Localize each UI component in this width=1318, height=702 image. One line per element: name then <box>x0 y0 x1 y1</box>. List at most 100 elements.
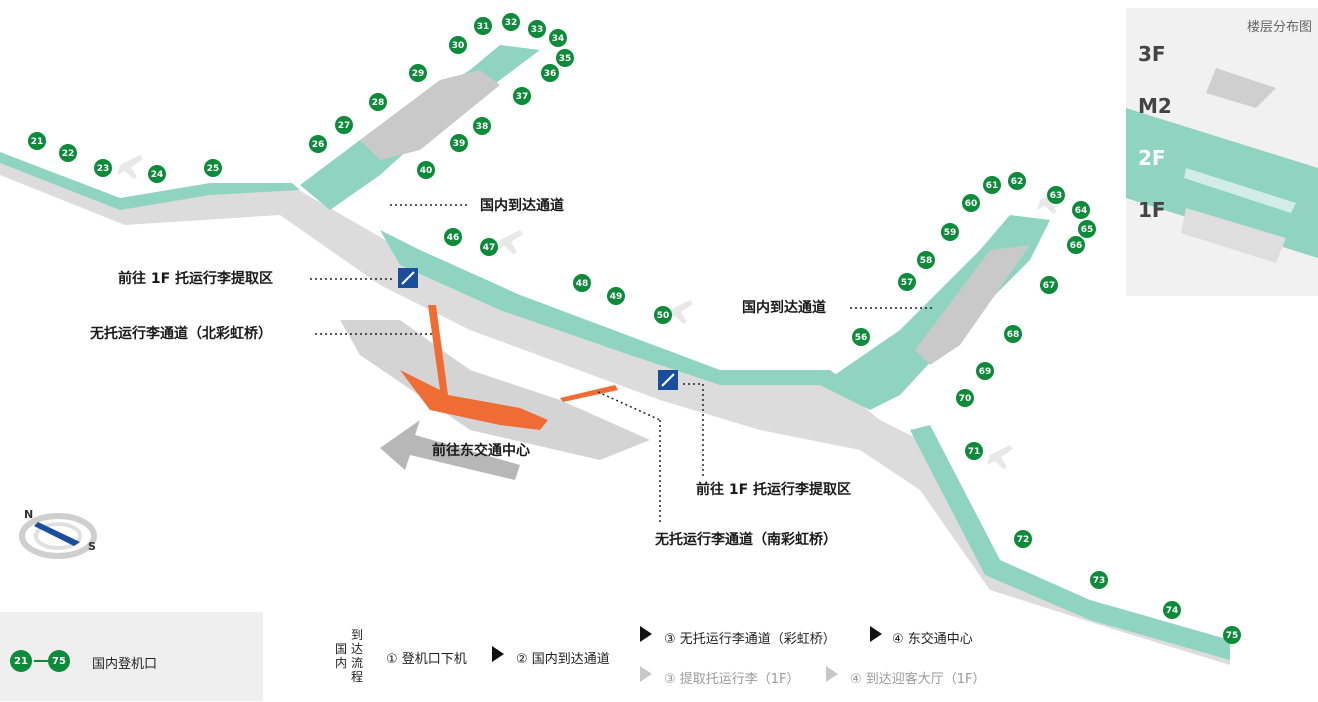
gate-marker-24[interactable]: 24 <box>148 165 166 183</box>
to-east-transport-arrow <box>380 420 520 480</box>
gate-marker-34[interactable]: 34 <box>549 29 567 47</box>
gate-circle <box>1004 325 1022 343</box>
gate-circle <box>204 159 222 177</box>
gate-marker-46[interactable]: 46 <box>444 228 462 246</box>
gate-circle <box>1047 186 1065 204</box>
gate-marker-63[interactable]: 63 <box>1047 186 1065 204</box>
callout-no-checked-north: 无托运行李通道（北彩虹桥） <box>90 326 272 342</box>
flow-title-side: 国 内 <box>334 642 347 670</box>
flow-step-baggage-claim: ③ 提取托运行李（1F） <box>664 672 800 687</box>
gate-marker-67[interactable]: 67 <box>1040 276 1058 294</box>
gate-marker-70[interactable]: 70 <box>956 389 974 407</box>
gate-number: 40 <box>420 166 433 176</box>
gate-marker-28[interactable]: 28 <box>369 93 387 111</box>
gate-marker-56[interactable]: 56 <box>852 328 870 346</box>
gate-marker-62[interactable]: 62 <box>1008 172 1026 190</box>
gate-circle <box>556 49 574 67</box>
gate-marker-36[interactable]: 36 <box>541 64 559 82</box>
gate-marker-48[interactable]: 48 <box>573 274 591 292</box>
compass: N S <box>18 508 98 568</box>
gate-number: 70 <box>959 394 972 404</box>
compass-north: N <box>24 508 34 521</box>
gate-marker-40[interactable]: 40 <box>417 161 435 179</box>
gate-circle <box>1067 236 1085 254</box>
gate-number: 67 <box>1043 281 1056 291</box>
gate-circle <box>941 223 959 241</box>
gate-number: 69 <box>979 367 992 377</box>
gate-number: 46 <box>447 233 460 243</box>
gate-circle <box>1223 626 1241 644</box>
gate-marker-47[interactable]: 47 <box>480 238 498 256</box>
gate-marker-64[interactable]: 64 <box>1072 201 1090 219</box>
gate-marker-66[interactable]: 66 <box>1067 236 1085 254</box>
floor-m2[interactable]: M2 <box>1138 94 1172 118</box>
flow-step-no-checked-bridge: ③ 无托运行李通道（彩虹桥） <box>664 632 836 647</box>
callout-to-east-transport: 前往东交通中心 <box>432 443 530 459</box>
floor-2f-active[interactable]: 2F <box>1138 146 1166 170</box>
gate-number: 68 <box>1007 330 1020 340</box>
gate-marker-38[interactable]: 38 <box>473 117 491 135</box>
east-pier-building <box>915 245 1030 365</box>
gate-circle <box>309 135 327 153</box>
gate-marker-57[interactable]: 57 <box>898 273 916 291</box>
gate-marker-25[interactable]: 25 <box>204 159 222 177</box>
gate-marker-27[interactable]: 27 <box>335 116 353 134</box>
gate-marker-72[interactable]: 72 <box>1014 530 1032 548</box>
gate-marker-32[interactable]: 32 <box>502 13 520 31</box>
gate-walkway-east-pier <box>820 215 1050 410</box>
legend-gate-start: 21 <box>10 650 32 672</box>
gate-marker-61[interactable]: 61 <box>983 176 1001 194</box>
callout-domestic-arrival-east: 国内到达通道 <box>742 300 826 316</box>
gate-marker-39[interactable]: 39 <box>450 134 468 152</box>
gate-circle <box>852 328 870 346</box>
gate-marker-58[interactable]: 58 <box>917 251 935 269</box>
gate-marker-33[interactable]: 33 <box>528 20 546 38</box>
gate-marker-73[interactable]: 73 <box>1090 571 1108 589</box>
gate-number: 37 <box>516 92 529 102</box>
gate-marker-23[interactable]: 23 <box>94 159 112 177</box>
gate-circle <box>1090 571 1108 589</box>
gate-circle <box>513 87 531 105</box>
gate-marker-26[interactable]: 26 <box>309 135 327 153</box>
gate-marker-68[interactable]: 68 <box>1004 325 1022 343</box>
gate-number: 66 <box>1070 241 1083 251</box>
gate-marker-30[interactable]: 30 <box>449 36 467 54</box>
gate-marker-21[interactable]: 21 <box>28 132 46 150</box>
gate-number: 24 <box>151 170 164 180</box>
gate-number: 32 <box>505 18 518 28</box>
gate-marker-37[interactable]: 37 <box>513 87 531 105</box>
flow-step-arrival-passage: ② 国内到达通道 <box>516 652 610 667</box>
gate-marker-75[interactable]: 75 <box>1223 626 1241 644</box>
gate-marker-60[interactable]: 60 <box>962 194 980 212</box>
gate-number: 30 <box>452 41 465 51</box>
gate-marker-31[interactable]: 31 <box>474 17 492 35</box>
gate-marker-65[interactable]: 65 <box>1078 220 1096 238</box>
gate-marker-69[interactable]: 69 <box>976 362 994 380</box>
floor-3f[interactable]: 3F <box>1138 42 1166 66</box>
gate-marker-74[interactable]: 74 <box>1163 601 1181 619</box>
gate-marker-71[interactable]: 71 <box>965 442 983 460</box>
gate-number: 21 <box>31 137 44 147</box>
gate-number: 35 <box>559 54 572 64</box>
gate-marker-29[interactable]: 29 <box>409 64 427 82</box>
floor-1f[interactable]: 1F <box>1138 198 1166 222</box>
gate-walkway-west <box>0 152 300 210</box>
gate-number: 25 <box>207 164 220 174</box>
gate-marker-35[interactable]: 35 <box>556 49 574 67</box>
gate-number: 39 <box>453 139 466 149</box>
gate-number: 57 <box>901 278 914 288</box>
gate-number: 61 <box>986 181 999 191</box>
gate-marker-50[interactable]: 50 <box>654 306 672 324</box>
gate-number: 65 <box>1081 225 1094 235</box>
gate-number: 23 <box>97 164 110 174</box>
compass-south: S <box>88 540 96 553</box>
gate-circle <box>474 17 492 35</box>
gate-marker-49[interactable]: 49 <box>607 287 625 305</box>
gate-marker-59[interactable]: 59 <box>941 223 959 241</box>
gate-circle <box>976 362 994 380</box>
gate-circle <box>983 176 1001 194</box>
gate-marker-22[interactable]: 22 <box>59 144 77 162</box>
floor-panel-title: 楼层分布图 <box>1246 20 1312 35</box>
